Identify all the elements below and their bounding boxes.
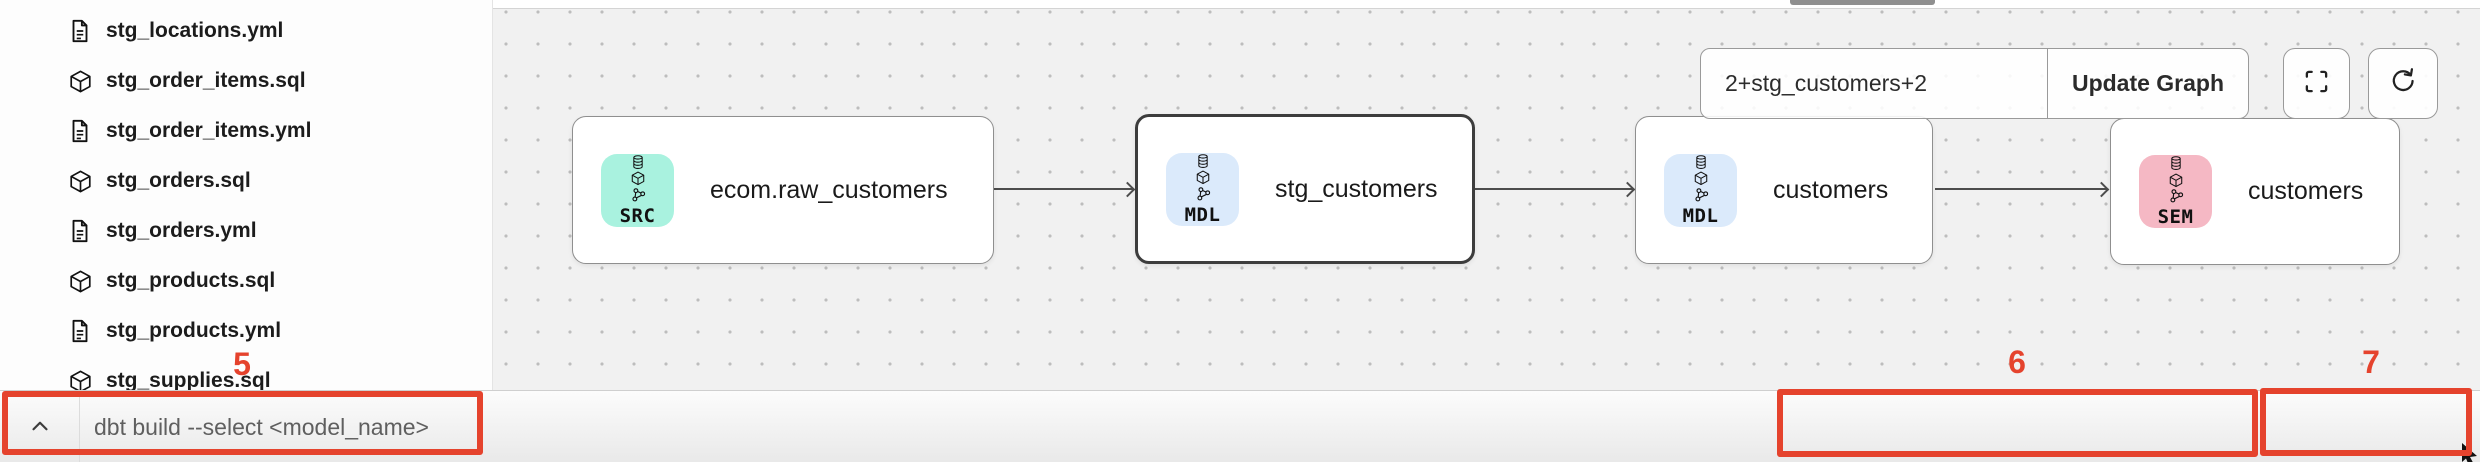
lineage-node-source[interactable]: SRC ecom.raw_customers	[572, 116, 994, 264]
node-label: stg_customers	[1275, 174, 1438, 203]
lineage-selector-group: Update Graph	[1700, 48, 2249, 119]
file-row[interactable]: stg_orders.sql	[0, 156, 492, 206]
divider	[79, 391, 80, 462]
badge-label: SEM	[2157, 206, 2194, 229]
file-row[interactable]: stg_order_items.yml	[0, 106, 492, 156]
file-name: stg_locations.yml	[106, 19, 284, 42]
refresh-button[interactable]	[2368, 48, 2438, 119]
sql-model-icon	[66, 67, 94, 95]
refresh-icon	[2388, 66, 2418, 101]
semantic-model-icon	[2169, 189, 2183, 203]
source-badge: SRC	[601, 153, 674, 227]
model-badge: MDL	[1166, 152, 1239, 226]
model-cube-icon	[1196, 170, 1209, 185]
lineage-node-model[interactable]: MDL stg_customers	[1135, 114, 1475, 264]
node-label: customers	[1773, 175, 1889, 204]
database-icon	[2170, 156, 2181, 170]
file-row[interactable]: stg_order_items.sql	[0, 56, 492, 106]
badge-label: MDL	[1184, 203, 1221, 226]
fullscreen-icon	[2303, 68, 2330, 100]
lineage-edge	[1935, 188, 2107, 190]
lineage-node-model[interactable]: MDL customers	[1635, 116, 1933, 264]
yaml-file-icon	[66, 17, 94, 45]
file-name: stg_orders.sql	[106, 169, 251, 192]
chevron-up-icon	[27, 413, 53, 442]
file-name: stg_orders.yml	[106, 219, 257, 242]
yaml-file-icon	[66, 217, 94, 245]
file-row[interactable]: stg_orders.yml	[0, 206, 492, 256]
dbt-command-input[interactable]	[94, 405, 494, 449]
semantic-model-icon	[631, 188, 645, 202]
file-name: stg_products.sql	[106, 269, 276, 292]
file-list: stg_locations.yml stg_order_items.sql	[0, 6, 492, 390]
divider	[2046, 49, 2048, 118]
model-badge: MDL	[1664, 153, 1737, 227]
horizontal-scrollbar-thumb[interactable]	[1790, 0, 1935, 5]
file-name: stg_products.yml	[106, 319, 282, 342]
semantic-model-icon	[1694, 188, 1708, 202]
fullscreen-button[interactable]	[2283, 48, 2350, 119]
file-row[interactable]: stg_products.sql	[0, 256, 492, 306]
database-icon	[1197, 153, 1208, 168]
sql-model-icon	[66, 367, 94, 390]
semantic-model-icon	[1196, 187, 1210, 201]
mouse-cursor	[2461, 443, 2480, 462]
model-cube-icon	[631, 171, 644, 186]
file-row[interactable]: stg_locations.yml	[0, 6, 492, 56]
file-row[interactable]: stg_supplies.sql	[0, 356, 492, 390]
file-name: stg_supplies.sql	[106, 369, 271, 390]
file-explorer-sidebar: stg_locations.yml stg_order_items.sql	[0, 0, 493, 390]
collapse-panel-button[interactable]	[0, 391, 79, 462]
badge-label: SRC	[619, 204, 656, 227]
file-row[interactable]: stg_products.yml	[0, 306, 492, 356]
update-graph-button[interactable]: Update Graph	[2048, 49, 2248, 118]
command-bar: Defer to staging/production ? Ready	[0, 390, 2480, 462]
lineage-edge	[994, 188, 1133, 190]
sql-model-icon	[66, 167, 94, 195]
model-cube-icon	[2169, 173, 2182, 187]
database-icon	[1695, 154, 1706, 169]
yaml-file-icon	[66, 317, 94, 345]
database-icon	[632, 154, 643, 169]
lineage-edge	[1475, 188, 1633, 190]
file-name: stg_order_items.yml	[106, 119, 312, 142]
model-cube-icon	[1694, 171, 1707, 186]
file-name: stg_order_items.sql	[106, 69, 306, 92]
badge-label: MDL	[1682, 204, 1719, 227]
lineage-selector-input[interactable]	[1701, 49, 2047, 118]
semantic-badge: SEM	[2139, 155, 2212, 228]
node-label: ecom.raw_customers	[710, 175, 948, 204]
yaml-file-icon	[66, 117, 94, 145]
node-label: customers	[2248, 177, 2364, 205]
sql-model-icon	[66, 267, 94, 295]
lineage-node-semantic[interactable]: SEM customers	[2110, 118, 2400, 265]
